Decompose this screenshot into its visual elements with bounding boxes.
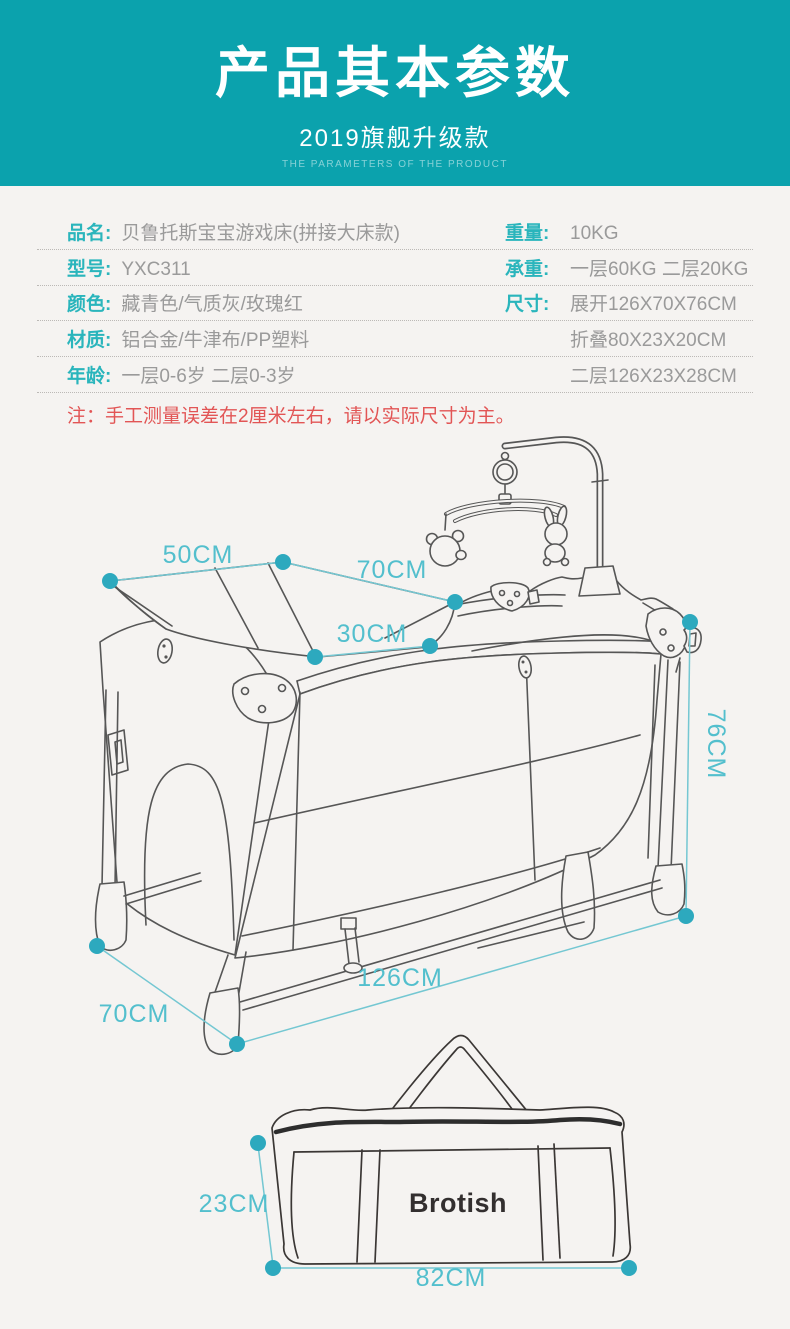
header-banner: 产品其本参数 2019旗舰升级款 THE PARAMETERS OF THE P… bbox=[0, 0, 790, 186]
carry-bag-drawing: Brotish bbox=[271, 1034, 632, 1265]
dim-label-126cm: 126CM bbox=[357, 964, 443, 992]
spec-value: YXC311 bbox=[121, 258, 191, 280]
page-caption-en: THE PARAMETERS OF THE PRODUCT bbox=[282, 159, 508, 170]
spec-value: 二层126X23X28CM bbox=[570, 366, 737, 388]
spec-value: 藏青色/气质灰/玫瑰红 bbox=[121, 294, 303, 316]
table-row: 年龄: 一层0-6岁 二层0-3岁 二层126X23X28CM bbox=[37, 357, 753, 393]
crib-line-drawing bbox=[94, 436, 702, 1056]
spec-value: 一层0-6岁 二层0-3岁 bbox=[121, 366, 296, 388]
dimension-annotations: 50CM 70CM 30CM 76CM 126CM 70CM 23CM 82CM bbox=[89, 541, 730, 1292]
product-diagram: Brotish 50CM bbox=[89, 436, 730, 1292]
spec-table: 品名: 贝鲁托斯宝宝游戏床(拼接大床款) 重量: 10KG 型号: YXC311 承重… bbox=[0, 214, 790, 393]
spec-value: 折叠80X23X20CM bbox=[570, 330, 727, 352]
dim-label-70cm-depth: 70CM bbox=[99, 1000, 170, 1028]
page-title: 产品其本参数 bbox=[214, 42, 575, 104]
dim-label-30cm: 30CM bbox=[337, 620, 408, 648]
dim-label-70cm-top: 70CM bbox=[357, 556, 428, 584]
spec-value: 展开126X70X76CM bbox=[570, 294, 737, 316]
dim-label-50cm: 50CM bbox=[163, 541, 234, 569]
spec-label: 颜色: bbox=[67, 294, 112, 316]
spec-value: 贝鲁托斯宝宝游戏床(拼接大床款) bbox=[121, 222, 400, 244]
spec-label: 型号: bbox=[67, 258, 112, 280]
table-row: 型号: YXC311 承重: 一层60KG 二层20KG bbox=[37, 250, 753, 286]
dim-label-82cm: 82CM bbox=[416, 1264, 487, 1292]
spec-value: 一层60KG 二层20KG bbox=[570, 258, 749, 280]
spec-label: 材质: bbox=[67, 330, 112, 352]
spec-label: 尺寸: bbox=[505, 294, 550, 316]
spec-label: 品名: bbox=[67, 222, 112, 244]
dim-label-23cm: 23CM bbox=[199, 1190, 270, 1218]
table-row: 颜色: 藏青色/气质灰/玫瑰红 尺寸: 展开126X70X76CM bbox=[37, 286, 753, 322]
spec-value: 铝合金/牛津布/PP塑料 bbox=[121, 330, 310, 352]
spec-value: 10KG bbox=[570, 222, 619, 244]
spec-label: 重量: bbox=[505, 222, 550, 244]
dim-label-76cm: 76CM bbox=[702, 709, 730, 780]
table-row: 材质: 铝合金/牛津布/PP塑料 折叠80X23X20CM bbox=[37, 321, 753, 358]
measurement-note: 注：手工测量误差在2厘米左右，请以实际尺寸为主。 bbox=[67, 406, 515, 427]
spec-label: 承重: bbox=[505, 258, 550, 280]
page-subtitle: 2019旗舰升级款 bbox=[299, 125, 491, 152]
spec-label: 年龄: bbox=[67, 366, 112, 388]
table-row: 品名: 贝鲁托斯宝宝游戏床(拼接大床款) 重量: 10KG bbox=[37, 214, 753, 250]
bag-logo: Brotish bbox=[409, 1188, 507, 1218]
